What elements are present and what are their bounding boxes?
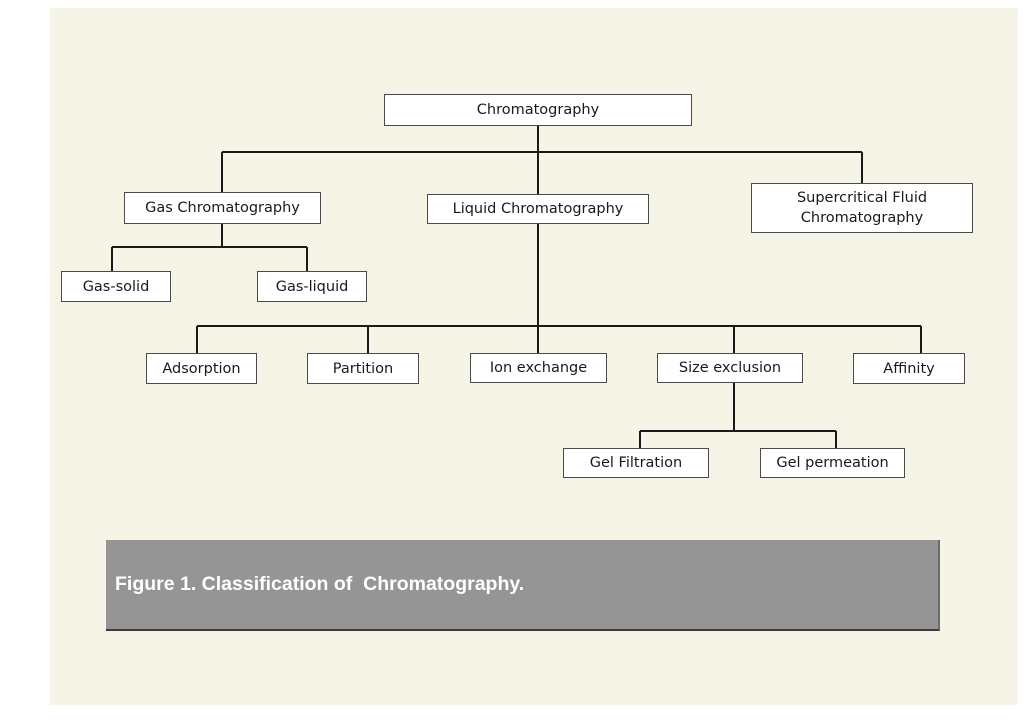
node-label: Gas-liquid bbox=[275, 278, 349, 295]
node-chromatography: Chromatography bbox=[384, 94, 692, 126]
node-gas-liquid: Gas-liquid bbox=[257, 271, 367, 302]
node-gas-chromatography: Gas Chromatography bbox=[124, 192, 321, 224]
node-adsorption: Adsorption bbox=[146, 353, 257, 384]
node-ion-exchange: Ion exchange bbox=[470, 353, 607, 383]
node-affinity: Affinity bbox=[853, 353, 965, 384]
node-gel-filtration: Gel Filtration bbox=[563, 448, 709, 478]
node-liquid-chromatography: Liquid Chromatography bbox=[427, 194, 649, 224]
node-label: Gel Filtration bbox=[589, 455, 683, 471]
node-label: Supercritical Fluid Chromatography bbox=[796, 190, 928, 226]
node-label: Ion exchange bbox=[489, 360, 588, 376]
node-label: Gel permeation bbox=[776, 455, 889, 471]
node-label: Affinity bbox=[883, 360, 935, 377]
node-label: Size exclusion bbox=[678, 360, 782, 376]
node-size-exclusion: Size exclusion bbox=[657, 353, 803, 383]
node-gas-solid: Gas-solid bbox=[61, 271, 171, 302]
node-partition: Partition bbox=[307, 353, 419, 384]
figure-caption: Figure 1. Classification of Chromatograp… bbox=[106, 540, 940, 631]
node-label: Chromatography bbox=[476, 102, 600, 118]
node-label: Liquid Chromatography bbox=[452, 201, 624, 217]
node-gel-permeation: Gel permeation bbox=[760, 448, 905, 478]
figure-caption-text: Figure 1. Classification of Chromatograp… bbox=[115, 573, 525, 595]
node-label: Partition bbox=[332, 360, 394, 377]
node-supercritical-fluid-chromatography: Supercritical Fluid Chromatography bbox=[751, 183, 973, 233]
node-label: Adsorption bbox=[162, 360, 241, 377]
node-label: Gas-solid bbox=[82, 278, 150, 295]
node-label: Gas Chromatography bbox=[145, 200, 300, 216]
